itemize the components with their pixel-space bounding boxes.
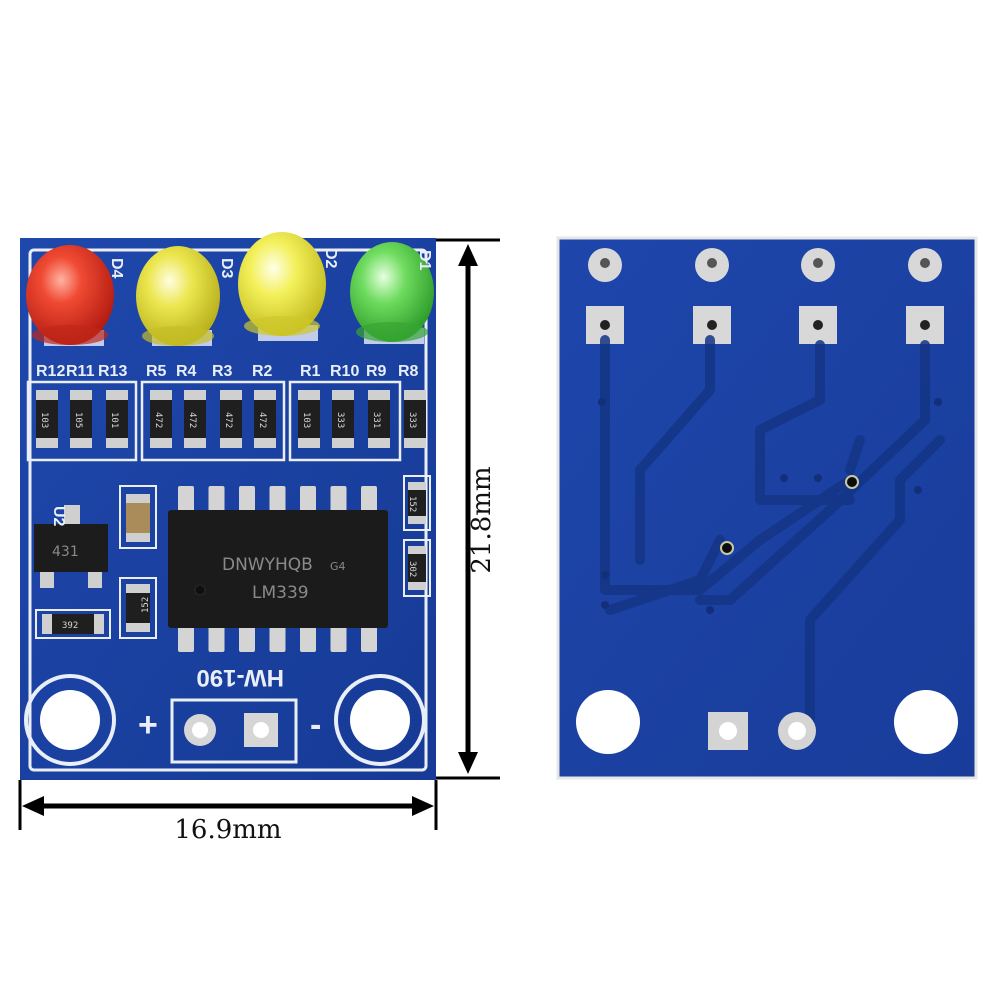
mounting-hole-right — [334, 674, 426, 766]
side-code-1: 152 — [407, 496, 417, 512]
resistor-ref-label: R8 — [398, 363, 419, 380]
resistor-code: 472 — [187, 412, 197, 428]
height-label: 21.8mm — [467, 466, 497, 573]
resistor-ref-label: R3 — [212, 363, 233, 380]
resistor-code: 103 — [301, 412, 311, 428]
smd-resistor: 331 — [368, 390, 390, 448]
smd-resistor: 103 — [298, 390, 320, 448]
svg-text:U2: U2 — [50, 506, 67, 527]
resistor-ref-label: R1 — [300, 363, 321, 380]
resistor-392: 392 — [35, 609, 111, 639]
resistor-code: 472 — [153, 412, 163, 428]
resistor-code: 333 — [335, 412, 345, 428]
back-hole-left — [576, 690, 640, 754]
cap-code: 152 — [141, 597, 151, 613]
resistor-code: 101 — [109, 412, 119, 428]
resistor-152-left: 152 — [119, 577, 157, 639]
led-label-d3: D3 — [218, 258, 235, 279]
dimension-annotations: 21.8mm 16.9mm — [18, 238, 500, 845]
capacitor — [119, 485, 157, 549]
resistor-code: 105 — [73, 412, 83, 428]
smd-resistor: 472 — [184, 390, 206, 448]
resistor-ref-label: R2 — [252, 363, 273, 380]
resistor-code: 472 — [223, 412, 233, 428]
smd-resistor: 333 — [332, 390, 354, 448]
smd-resistor: 333 — [404, 390, 426, 448]
back-solder-pad — [799, 248, 837, 344]
led-d4-red — [26, 245, 114, 346]
led-d1-green — [350, 242, 434, 344]
back-solder-pad — [906, 248, 944, 344]
resistor-code: 103 — [39, 412, 49, 428]
regulator-chip: 431 — [34, 505, 108, 588]
resistor-ref-label: R9 — [366, 363, 387, 380]
mounting-hole-left — [24, 674, 116, 766]
minus-sign: - — [310, 706, 321, 744]
resistor-302-right: 302 — [403, 539, 431, 597]
resistor-row: 103 105 101 472 472 472 472 103 333 331 333 — [36, 390, 426, 448]
resistor-ref-label: R10 — [330, 363, 359, 380]
smd-resistor: 105 — [70, 390, 92, 448]
regulator-mark: 431 — [52, 544, 79, 560]
led-d2-yellow — [238, 232, 326, 341]
led-label-d1: D1 — [416, 250, 433, 271]
led-d3-yellow — [136, 246, 220, 346]
resistor-ref-label: R4 — [176, 363, 197, 380]
resistor-392-code: 392 — [62, 621, 78, 631]
chip-line2: LM339 — [252, 583, 309, 603]
led-label-d4: D4 — [108, 258, 125, 279]
resistor-ref-label: R11 — [66, 363, 95, 380]
width-label: 16.9mm — [174, 815, 281, 845]
smd-resistor: 472 — [150, 390, 172, 448]
back-traces — [600, 335, 945, 725]
smd-resistor: 472 — [254, 390, 276, 448]
led-label-d2: D2 — [322, 248, 339, 269]
resistor-ref-label: R13 — [98, 363, 127, 380]
smd-resistor: 101 — [106, 390, 128, 448]
resistor-152-right: 152 — [403, 475, 431, 531]
back-solder-pad — [586, 248, 624, 344]
board-name: HW-190 — [196, 664, 284, 691]
plus-sign: + — [138, 706, 158, 744]
smd-resistor: 103 — [36, 390, 58, 448]
smd-resistor: 472 — [220, 390, 242, 448]
side-code-2: 302 — [407, 561, 417, 577]
power-connector — [170, 698, 298, 764]
chip-line1: DNWYHQB — [222, 555, 313, 575]
back-connector-pads — [708, 712, 816, 750]
resistor-ref-label: R5 — [146, 363, 167, 380]
resistor-code: 333 — [407, 412, 417, 428]
resistor-code: 472 — [257, 412, 267, 428]
lm339-chip: DNWYHQB G4 LM339 — [168, 486, 388, 652]
resistor-code: 331 — [371, 412, 381, 428]
resistor-ref-label: R12 — [36, 363, 65, 380]
chip-suffix: G4 — [330, 560, 346, 573]
back-board — [556, 236, 978, 780]
back-hole-right — [894, 690, 958, 754]
